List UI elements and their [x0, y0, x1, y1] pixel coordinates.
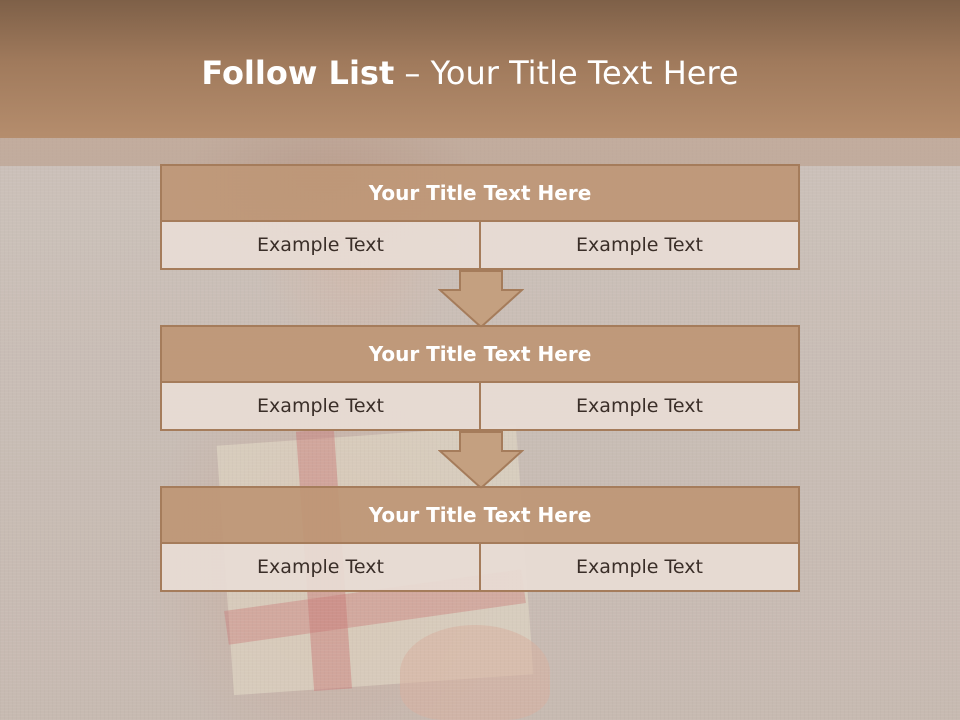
block-title: Your Title Text Here	[162, 488, 798, 544]
block-row: Example Text Example Text	[162, 222, 798, 268]
hand-image	[400, 625, 550, 720]
slide-title-strong: Follow List	[201, 54, 395, 92]
header-band	[0, 138, 960, 166]
list-block-3: Your Title Text Here Example Text Exampl…	[160, 486, 800, 592]
block-title: Your Title Text Here	[162, 327, 798, 383]
header-bar	[0, 0, 960, 138]
down-arrow-icon	[438, 270, 524, 328]
list-block-1: Your Title Text Here Example Text Exampl…	[160, 164, 800, 270]
down-arrow-icon	[438, 431, 524, 489]
block-cell-right: Example Text	[479, 544, 798, 590]
slide-title-rest: – Your Title Text Here	[394, 54, 739, 92]
block-cell-right: Example Text	[479, 383, 798, 429]
block-row: Example Text Example Text	[162, 383, 798, 429]
block-cell-right: Example Text	[479, 222, 798, 268]
block-cell-left: Example Text	[162, 222, 479, 268]
block-cell-left: Example Text	[162, 544, 479, 590]
block-title: Your Title Text Here	[162, 166, 798, 222]
block-cell-left: Example Text	[162, 383, 479, 429]
slide-title: Follow List – Your Title Text Here	[0, 54, 940, 92]
block-row: Example Text Example Text	[162, 544, 798, 590]
list-block-2: Your Title Text Here Example Text Exampl…	[160, 325, 800, 431]
